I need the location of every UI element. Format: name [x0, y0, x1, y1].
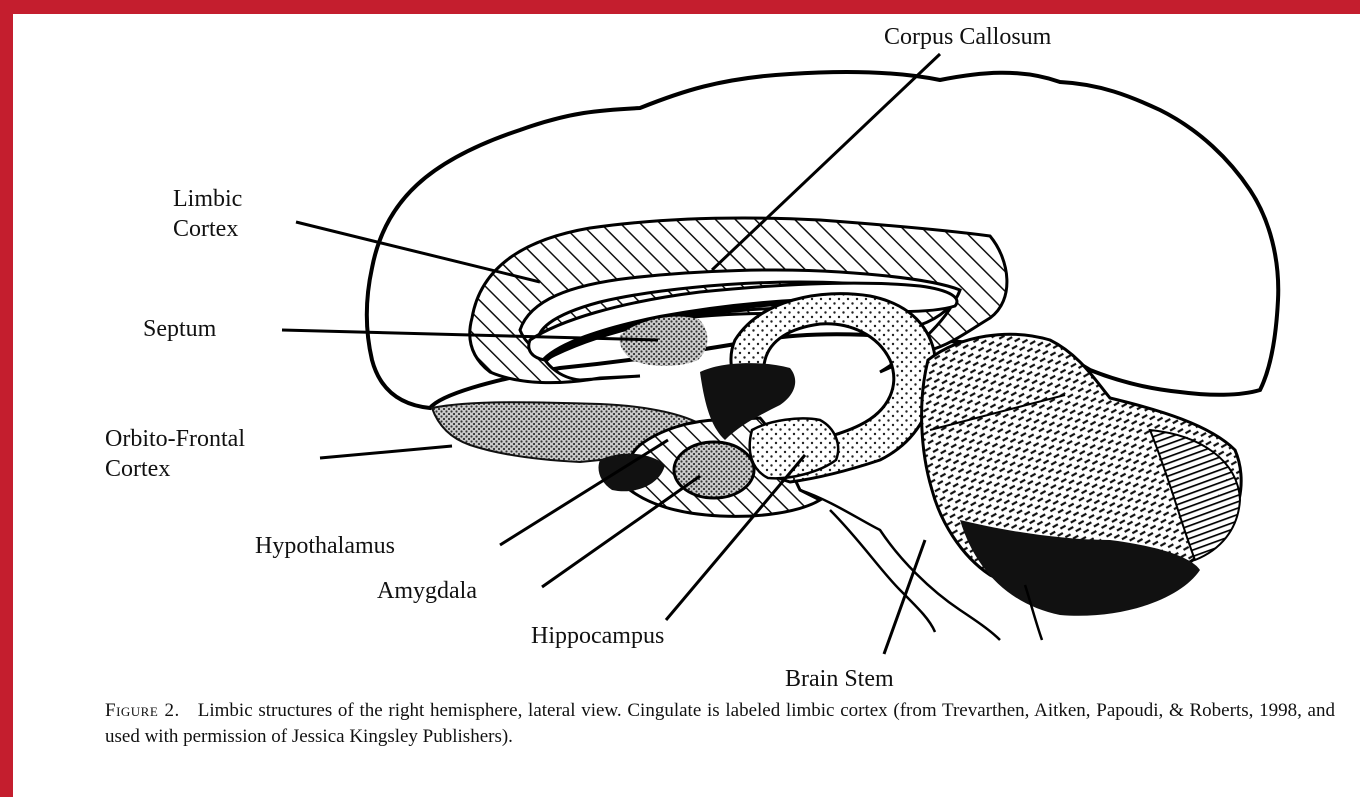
septum-label: Septum: [143, 316, 217, 342]
corpus-callosum-label: Corpus Callosum: [884, 24, 1052, 50]
figure-caption: Figure 2.Limbic structures of the right …: [105, 698, 1335, 750]
red-frame-top: [0, 0, 1360, 14]
orbito-frontal-label-line2: Cortex: [105, 456, 170, 482]
caption-text: Limbic structures of the right hemispher…: [105, 700, 1335, 747]
amygdala-region: [674, 442, 754, 498]
limbic-cortex-label-line1: Limbic: [173, 186, 242, 212]
hippocampus-label: Hippocampus: [531, 623, 664, 649]
amygdala-label: Amygdala: [377, 578, 477, 604]
hypothalamus-label: Hypothalamus: [255, 533, 395, 559]
red-frame-left: [0, 0, 13, 797]
orbito-frontal-leader: [320, 446, 452, 458]
brain-diagram: Corpus Callosum Limbic Cortex Septum Orb…: [13, 14, 1360, 694]
limbic-cortex-label-line2: Cortex: [173, 216, 238, 242]
brain-stem-leader: [884, 540, 925, 654]
amygdala-leader: [542, 476, 700, 587]
figure-page: Corpus Callosum Limbic Cortex Septum Orb…: [13, 14, 1360, 797]
figure-number: Figure 2.: [105, 700, 180, 721]
brain-stem-label: Brain Stem: [785, 666, 894, 692]
orbito-frontal-label-line1: Orbito-Frontal: [105, 426, 245, 452]
